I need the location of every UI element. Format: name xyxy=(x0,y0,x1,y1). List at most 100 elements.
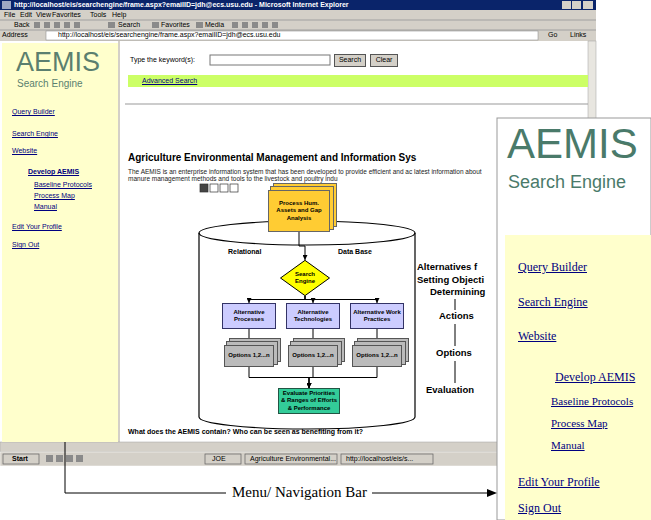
rule xyxy=(125,104,588,105)
menu-link: Baseline Protocols xyxy=(551,395,633,408)
menu-link: Website xyxy=(518,329,556,343)
process-box: Process Hum. Assets and Gap Analysis xyxy=(268,190,330,232)
menu-link: Query Builder xyxy=(518,260,587,274)
stage-label: Options xyxy=(436,348,472,359)
stage-label: Alternatives f xyxy=(417,262,477,273)
print-icons xyxy=(200,184,238,192)
title-bar xyxy=(0,0,596,10)
menu-item: Edit xyxy=(20,11,32,19)
node-text: Options 1,2...n xyxy=(292,352,333,359)
keyword-input xyxy=(210,55,330,65)
toolbar-label: Media xyxy=(205,21,224,29)
flow-connector xyxy=(249,367,309,388)
flow-connector xyxy=(313,329,314,345)
menu-link: Edit Your Profile xyxy=(518,475,600,489)
menu-link: Develop AEMIS xyxy=(555,370,635,384)
stage-label: Evaluation xyxy=(426,385,474,396)
toolbar-label: Back xyxy=(14,21,30,29)
flow-connector xyxy=(305,296,377,303)
node-text: Options 1,2...n xyxy=(356,352,397,359)
menu-link: Search Engine xyxy=(518,295,588,309)
address-field xyxy=(46,31,538,40)
start-button xyxy=(3,454,39,464)
close-button xyxy=(583,1,593,9)
menu-link: Manual xyxy=(551,439,585,452)
logo-zoom: AEMIS xyxy=(507,120,638,168)
alternative-box: Alternative Work Practices xyxy=(350,303,404,329)
menu-item: Tools xyxy=(90,11,106,19)
logo-subtitle: Search Engine xyxy=(17,78,83,90)
task-label: http://localhost/eis/s... xyxy=(346,455,413,463)
alternative-box: Alternative Technologies xyxy=(286,303,340,329)
options-stack: Options 1,2...n xyxy=(224,345,274,367)
menu-item: Favorites xyxy=(52,11,81,19)
node-text: Options 1,2...n xyxy=(228,352,269,359)
stage-label: Setting Objecti xyxy=(417,275,484,286)
node-text: Alternative Technologies xyxy=(289,309,337,323)
logo-subtitle-zoom: Search Engine xyxy=(508,172,626,193)
node-text: Advanced Search xyxy=(142,77,197,85)
search-prompt: Type the keyword(s): xyxy=(130,56,195,64)
cylinder-top xyxy=(199,221,415,245)
ie-icon xyxy=(2,1,11,9)
intro-paragraph: The AEMIS is an enterprise information s… xyxy=(128,168,494,183)
page-title: Agriculture Environmental Management and… xyxy=(128,152,416,164)
question-heading: What does the AEMIS contain? Who can be … xyxy=(128,428,363,436)
flow-connector xyxy=(377,329,378,345)
toolbar-icons xyxy=(34,22,278,28)
search-button: Search xyxy=(334,54,366,67)
menu-link: Website xyxy=(12,147,37,155)
menu-item: View xyxy=(36,11,51,19)
diamond-shape xyxy=(281,260,330,295)
logo: AEMIS xyxy=(16,47,100,78)
alternative-box: Alternative Processes xyxy=(222,303,276,329)
menu-link: Data Base xyxy=(338,248,372,256)
stage-label: Determining xyxy=(430,287,485,298)
toolbar-label: Search xyxy=(118,21,140,29)
node-text: Process Hum. Assets and Gap Analysis xyxy=(271,200,327,222)
menu-panel-zoom: Query BuilderSearch EngineWebsiteDevelop… xyxy=(505,235,651,520)
links-label: Links xyxy=(570,31,586,39)
toolbar-label: Favorites xyxy=(161,21,190,29)
min-button xyxy=(562,1,571,9)
evaluate-box: Evaluate Priorities & Ranges of Efforts … xyxy=(278,388,340,414)
task-label: JOE xyxy=(212,455,226,463)
start-label: Start xyxy=(12,455,28,463)
address-label: Address xyxy=(2,31,28,39)
menu-link: Query Builder xyxy=(12,108,55,116)
flow-connector xyxy=(249,296,305,303)
menu-link: Develop AEMIS xyxy=(28,168,79,176)
max-button xyxy=(572,1,581,9)
menu-link: Process Map xyxy=(551,417,608,430)
menu-link: Search Engine xyxy=(12,130,58,138)
node-text: Search xyxy=(339,56,361,64)
menu-link: Manual xyxy=(34,203,57,211)
node-text: Clear xyxy=(376,56,393,64)
advanced-search-bar: Advanced Search xyxy=(128,75,588,87)
menu-link: Baseline Protocols xyxy=(34,181,92,189)
cylinder-body xyxy=(199,233,415,429)
options-stack: Options 1,2...n xyxy=(352,345,402,367)
node-text: Evaluate Priorities & Ranges of Efforts … xyxy=(281,390,337,412)
menu-link: Sign Out xyxy=(518,501,561,515)
node-text: Alternative Work Practices xyxy=(353,309,401,323)
toolbar-divider xyxy=(0,30,596,31)
stage-label: Actions xyxy=(439,311,474,322)
clear-button: Clear xyxy=(370,54,398,67)
frame-divider xyxy=(118,41,120,442)
menu-item: File xyxy=(4,11,15,19)
flow-connector xyxy=(249,329,250,345)
flow-connector xyxy=(309,367,377,388)
window-title: http://localhost/eis/searchengine/frame.… xyxy=(14,1,349,9)
menu-link: Sign Out xyxy=(12,241,39,249)
figure-caption: Menu/ Navigation Bar xyxy=(232,484,367,501)
arrowhead xyxy=(487,489,497,497)
menu-link: Edit Your Profile xyxy=(12,223,62,231)
menu-divider xyxy=(0,20,596,21)
menu-link: Process Map xyxy=(34,192,75,200)
leader-arrows xyxy=(65,282,490,493)
zoom-inset xyxy=(497,118,651,520)
database-cylinder: RelationalData BaseSearch EngineAlternat… xyxy=(198,220,416,430)
url-text: http://localhost/eis/searchengine/frame.… xyxy=(58,31,280,39)
go-button: Go xyxy=(548,31,557,39)
